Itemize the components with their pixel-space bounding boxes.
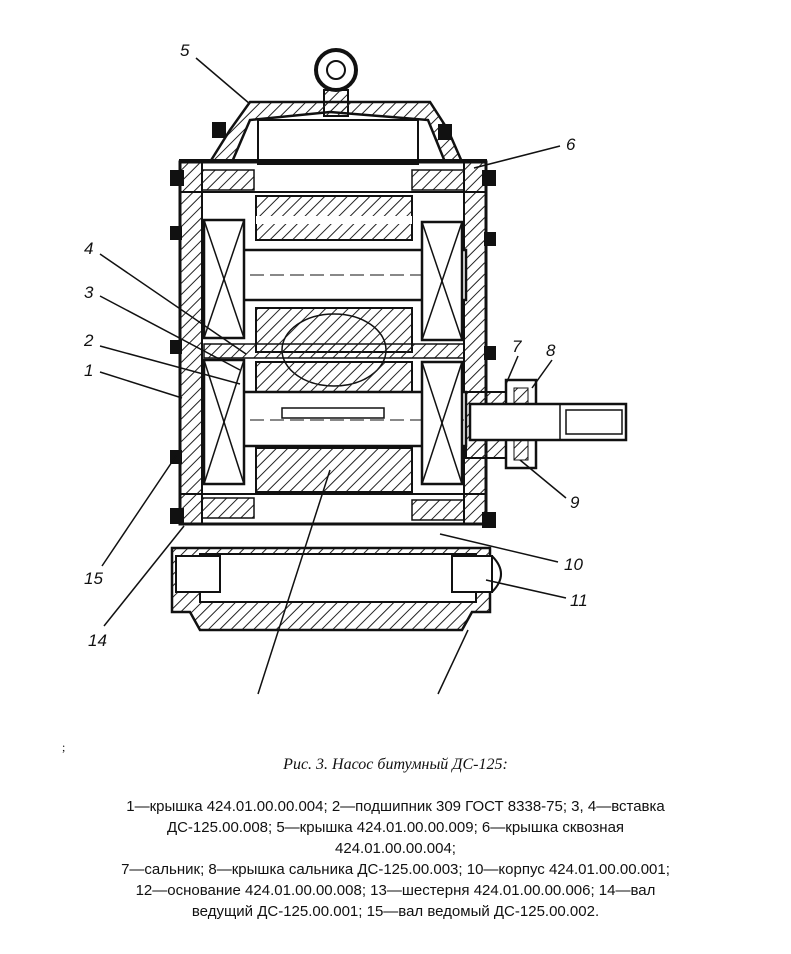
callout-label: 6	[566, 135, 576, 154]
callout-label: 15	[84, 569, 103, 588]
lower-bearings	[202, 358, 464, 486]
callout-label: 1	[84, 361, 93, 380]
pump-assembly-drawing: 5 6 4 3 2 1 7 8 9 10 11 15 14	[83, 41, 630, 695]
legend-line: 1—крышка 424.01.00.00.004; 2—подшипник 3…	[126, 798, 665, 815]
callout-label: 11	[570, 591, 588, 610]
callout-leaders	[99, 57, 567, 695]
callout-label: 7	[512, 337, 522, 356]
callout-label: 4	[84, 239, 93, 258]
callout-label: 8	[546, 341, 556, 360]
upper-bearings	[202, 218, 464, 342]
callout-label: 2	[83, 331, 94, 350]
legend-line: 7—сальник; 8—крышка сальника ДС-125.00.0…	[121, 861, 670, 878]
legend-line: ведущий ДС-125.00.001; 15—вал ведомый ДС…	[191, 903, 600, 920]
legend-line: ДС-125.00.008; 5—крышка 424.01.00.00.009…	[166, 819, 625, 836]
callout-label: 9	[570, 493, 580, 512]
legend-line: 12—основание 424.01.00.00.008; 13—шестер…	[135, 882, 656, 899]
callout-label: 14	[88, 631, 107, 650]
callout-label: 5	[180, 41, 190, 60]
stray-mark: ;	[62, 740, 66, 754]
legend-line: 424.01.00.00.004;	[335, 840, 456, 857]
callout-label: 10	[564, 555, 583, 574]
callout-label: 3	[84, 283, 94, 302]
callout-labels: 5 6 4 3 2 1 7 8 9 10 11 15 14	[83, 41, 588, 650]
figure-legend: 1—крышка 424.01.00.00.004; 2—подшипник 3…	[40, 796, 751, 922]
figure-caption: Рис. 3. Насос битумный ДС-125:	[283, 756, 508, 773]
